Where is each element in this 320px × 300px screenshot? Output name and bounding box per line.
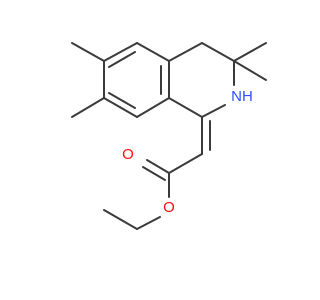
structure-svg: NH O O [71,42,267,230]
molecule-diagram: NH O O [71,42,267,230]
bond-ring-a2-a3 [136,42,170,62]
bond-ester-o-ch2 [136,216,161,230]
bonds [71,42,267,230]
carbonyl-oxygen-label: O [122,146,134,163]
bond-n-cexo [201,104,226,118]
bond-ring-a1-a2-inner [108,51,136,68]
bond-methyl-lower [71,97,105,118]
bond-gem-methyl-1 [233,42,267,62]
nitrogen-label: NH [231,88,253,105]
bond-gem-methyl-2 [233,60,267,81]
bond-carbonyl-double-1 [146,159,170,174]
bond-ring-a5-a6-inner [108,92,136,109]
bond-ch2-cquat [201,42,235,62]
bond-vinyl-carbonyl [168,153,203,174]
bond-ring-a1-a2 [103,42,138,62]
bond-ring-a4-a5 [136,97,170,118]
bond-ring-a5-a6 [103,97,138,118]
bond-carbonyl-double-2 [142,166,166,181]
bond-ch2-ch3 [103,209,138,230]
atom-labels: NH O O [122,88,253,216]
bond-cexo-ring [168,97,203,118]
bond-ring-ch2 [168,42,203,62]
bond-methyl-upper [71,42,105,62]
ester-oxygen-label: O [163,199,175,216]
